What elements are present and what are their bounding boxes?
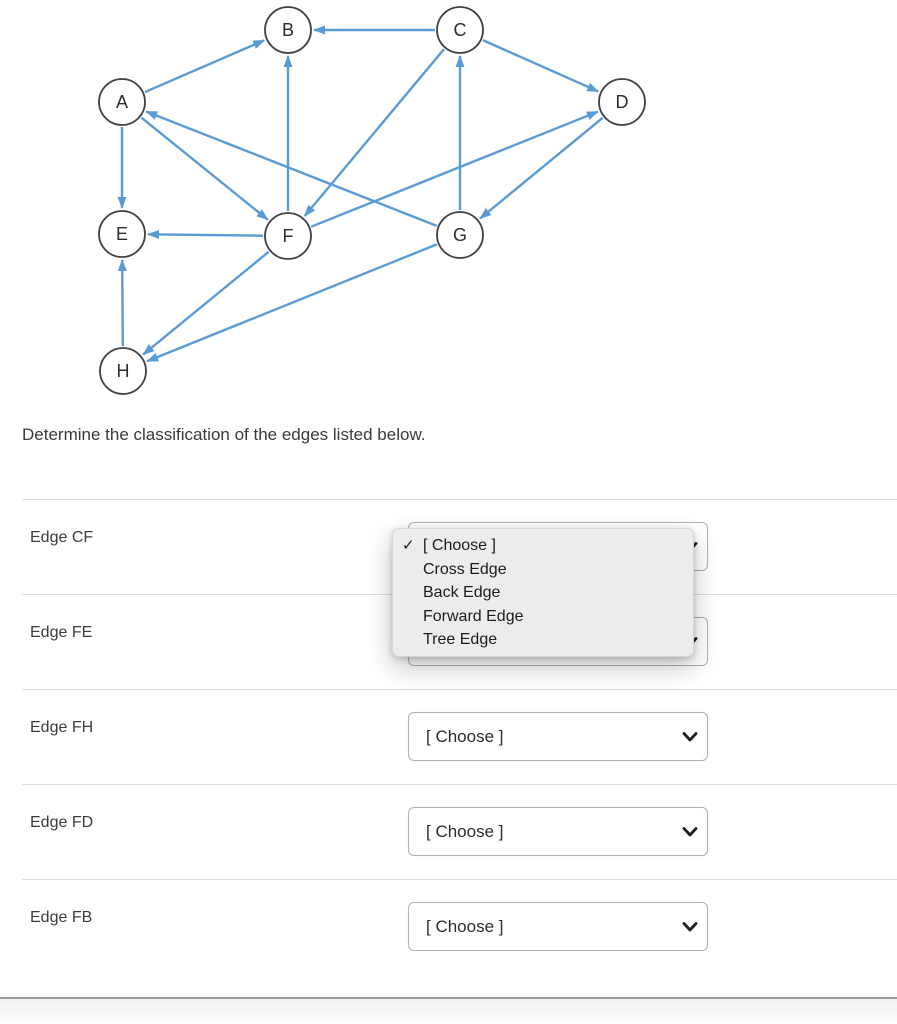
footer-bar (0, 999, 897, 1024)
graph-node-label-B: B (282, 20, 294, 40)
row-edge-fd: Edge FD [ Choose ] (22, 784, 897, 880)
graph-node-G (436, 211, 484, 259)
graph-edge-FD (310, 110, 599, 228)
row-edge-fh: Edge FH [ Choose ] (22, 689, 897, 785)
graph-edge-GH (146, 243, 438, 363)
graph-edge-FE (146, 229, 264, 239)
edge-fh-select[interactable]: [ Choose ] (408, 712, 708, 761)
edge-fd-select[interactable]: [ Choose ] (408, 807, 708, 856)
question-prompt: Determine the classification of the edge… (22, 425, 426, 444)
dropdown-option-label: Back Edge (423, 584, 501, 602)
dropdown-option-back-edge[interactable]: Back Edge (393, 581, 693, 605)
dropdown-option-choose[interactable]: ✓ [ Choose ] (393, 534, 693, 558)
select-value: [ Choose ] (426, 822, 504, 841)
edge-fb-label: Edge FB (30, 909, 93, 926)
graph-node-H (99, 347, 147, 395)
select-value: [ Choose ] (426, 727, 504, 746)
graph-node-label-D: D (616, 92, 629, 112)
edge-fd-label: Edge FD (30, 814, 94, 831)
graph-node-C (436, 6, 484, 54)
graph-node-label-H: H (117, 361, 130, 381)
edge-cf-label: Edge CF (30, 529, 94, 546)
graph-node-label-E: E (116, 224, 128, 244)
graph-canvas: A B C D E F G H (98, 6, 646, 395)
graph-edge-AB (144, 39, 266, 94)
dropdown-option-label: Tree Edge (423, 631, 498, 649)
row-edge-fb: Edge FB [ Choose ] (22, 879, 897, 975)
edge-fe-label: Edge FE (30, 624, 93, 641)
graph-node-A (98, 78, 146, 126)
graph-node-F (264, 212, 312, 260)
chevron-down-icon (682, 827, 698, 837)
dropdown-option-cross-edge[interactable]: Cross Edge (393, 558, 693, 582)
dropdown-option-forward-edge[interactable]: Forward Edge (393, 605, 693, 629)
bottom-divider (0, 997, 897, 999)
dropdown-option-label: Forward Edge (423, 607, 524, 625)
graph-edge-CF (303, 48, 445, 217)
select-value: [ Choose ] (426, 917, 504, 936)
graph-edge-FH (142, 250, 270, 356)
edge-fh-label: Edge FH (30, 719, 94, 736)
checkmark-icon: ✓ (402, 537, 415, 554)
graph-edge-DG (479, 116, 604, 220)
graph-edge-AF (140, 116, 269, 221)
graph-edge-CD (482, 39, 600, 93)
chevron-down-icon (682, 732, 698, 742)
dropdown-option-tree-edge[interactable]: Tree Edge (393, 628, 693, 652)
edge-fb-select[interactable]: [ Choose ] (408, 902, 708, 951)
dropdown-menu: ✓ [ Choose ] Cross Edge Back Edge Forwar… (392, 528, 694, 657)
graph-node-B (264, 6, 312, 54)
graph-node-D (598, 78, 646, 126)
graph-edge-HE (117, 258, 127, 347)
graph-node-label-C: C (454, 20, 467, 40)
graph-node-label-A: A (116, 92, 128, 112)
graph-edge-GA (145, 110, 438, 227)
graph-node-E (98, 210, 146, 258)
graph-node-label-G: G (453, 225, 467, 245)
chevron-down-icon (682, 922, 698, 932)
dropdown-option-label: Cross Edge (423, 560, 507, 578)
graph-node-label-F: F (283, 226, 294, 246)
dropdown-option-label: [ Choose ] (423, 537, 496, 554)
